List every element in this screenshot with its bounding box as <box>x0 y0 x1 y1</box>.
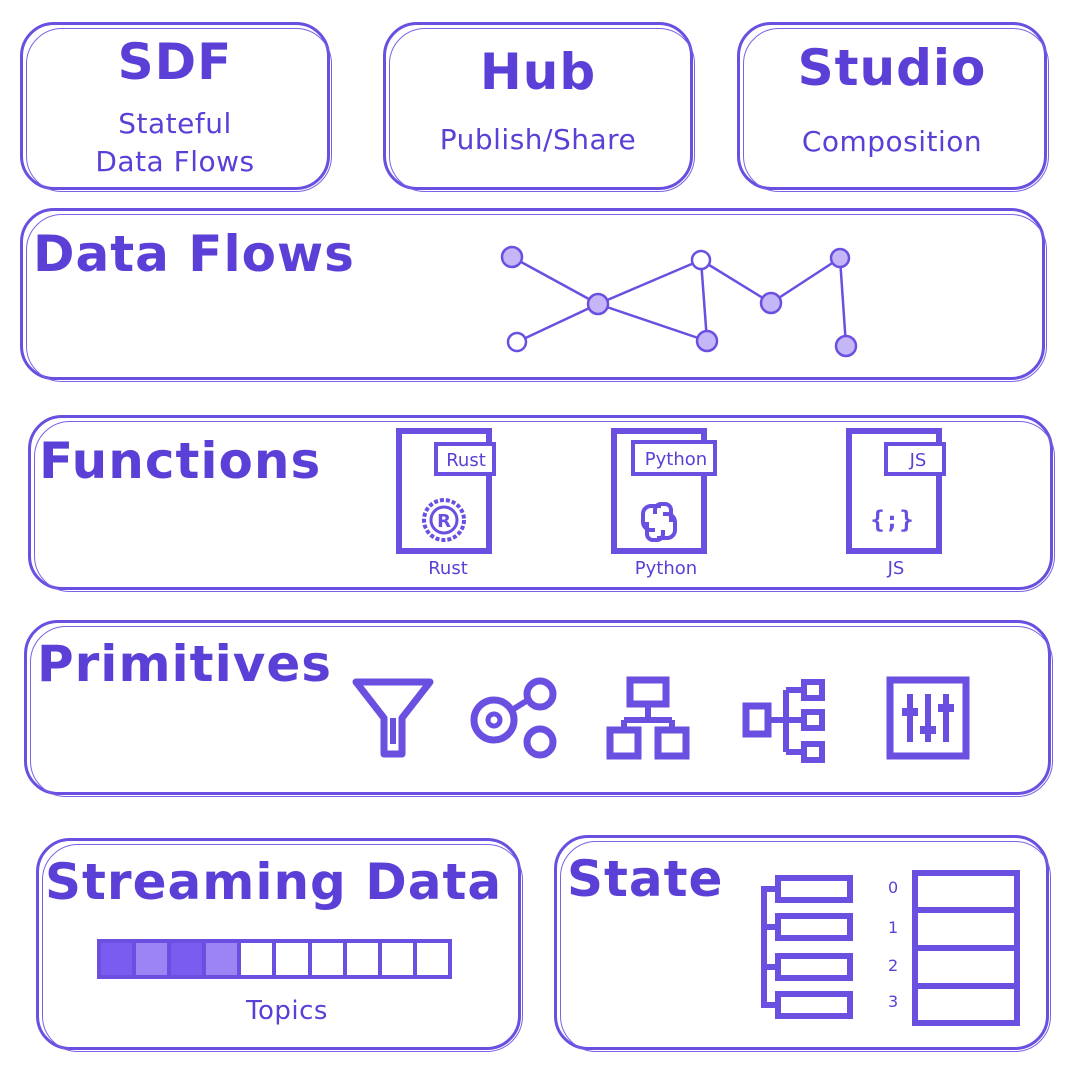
rust-logo-icon: R <box>422 498 466 542</box>
state-index: 2 <box>888 956 899 975</box>
split-nodes-icon <box>470 677 557 759</box>
dataflows-title: Data Flows <box>33 225 355 283</box>
topic-cell <box>381 939 417 979</box>
hub-title: Hub <box>479 43 597 101</box>
graph-node <box>500 245 524 269</box>
primitives-title: Primitives <box>37 635 332 693</box>
topic-cell <box>206 939 242 979</box>
sdf-subtitle-line1: Stateful <box>118 107 232 140</box>
state-index: 0 <box>888 878 899 897</box>
python-tag: Python <box>644 449 708 470</box>
primitives-card: Primitives <box>24 620 1053 797</box>
graph-node <box>695 329 719 353</box>
topic-cell <box>346 939 382 979</box>
sdf-title: SDF <box>117 33 233 91</box>
js-file-icon: {;} <box>846 428 946 554</box>
js-braces-icon: {;} <box>870 506 913 534</box>
state-index: 3 <box>888 992 899 1011</box>
graph-node <box>834 334 858 358</box>
state-index: 1 <box>888 918 899 937</box>
python-logo-icon <box>641 502 677 542</box>
graph-node <box>506 331 528 353</box>
topic-cell <box>311 939 347 979</box>
sdf-card: SDF Stateful Data Flows <box>20 22 332 192</box>
studio-title: Studio <box>797 39 987 97</box>
graph-node <box>586 292 610 316</box>
topic-cell <box>241 939 277 979</box>
topic-cell <box>171 939 207 979</box>
sliders-icon <box>886 676 970 760</box>
streaming-title: Streaming Data <box>45 853 503 911</box>
state-table-icon <box>912 870 1020 1026</box>
topic-cell <box>416 939 452 979</box>
dataflows-card: Data Flows <box>20 208 1047 382</box>
hierarchy-icon <box>606 676 690 760</box>
studio-card: Studio Composition <box>737 22 1049 192</box>
graph-node <box>690 249 712 271</box>
rust-tag: Rust <box>446 450 486 471</box>
js-tag: JS <box>909 450 927 471</box>
topic-partition-bar <box>97 939 452 979</box>
filter-funnel-icon <box>352 678 434 758</box>
js-label: JS <box>887 558 905 579</box>
hub-subtitle: Publish/Share <box>439 123 637 156</box>
topic-cell <box>97 939 137 979</box>
functions-title: Functions <box>39 432 322 490</box>
python-label: Python <box>634 558 698 579</box>
state-title: State <box>567 850 724 908</box>
topic-cell <box>136 939 172 979</box>
topic-cell <box>276 939 312 979</box>
streaming-card: Streaming Data <box>36 838 523 1052</box>
stack-icon <box>761 875 853 1019</box>
svg-text:R: R <box>437 511 451 532</box>
tree-branch-icon <box>742 679 825 763</box>
rust-file-icon: R <box>396 428 496 554</box>
studio-subtitle: Composition <box>801 125 983 158</box>
rust-label: Rust <box>428 558 468 579</box>
python-file-icon <box>611 428 717 554</box>
sdf-subtitle-line2: Data Flows <box>95 145 255 178</box>
graph-node <box>759 291 783 315</box>
topics-caption: Topics <box>246 996 328 1026</box>
graph-node <box>829 247 851 269</box>
